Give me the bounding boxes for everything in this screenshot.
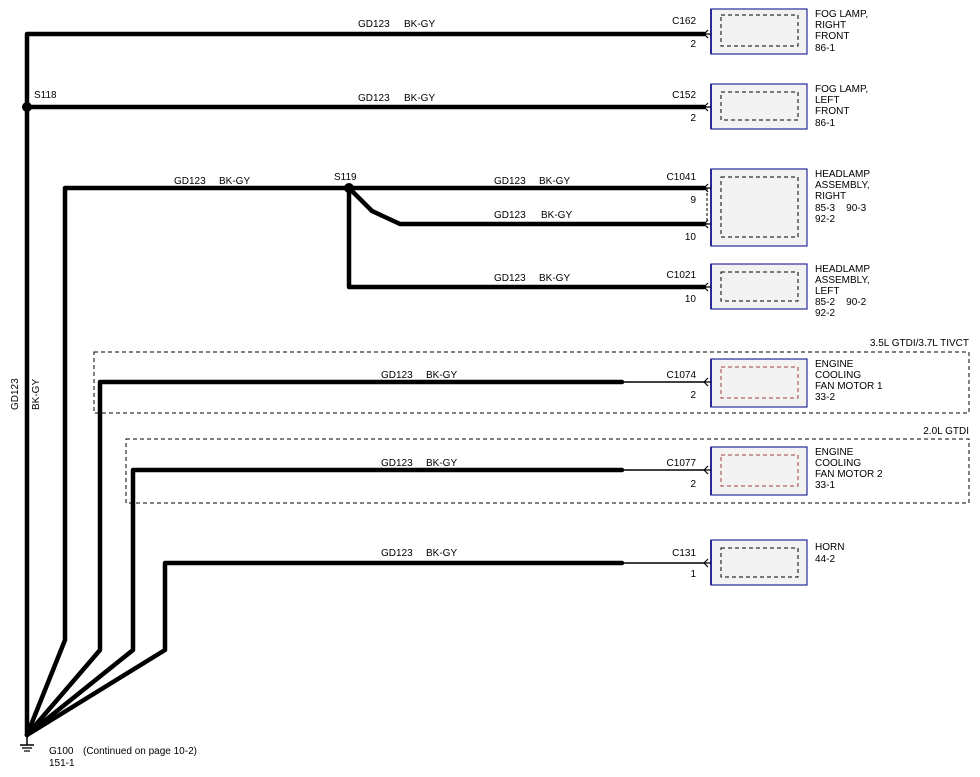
connector-label: C152 <box>672 90 696 101</box>
component-horn[interactable]: C131 1 HORN 44-2 <box>672 539 844 586</box>
wire-label-circuit: GD123 <box>494 273 526 284</box>
wire-label-color: BK-GY <box>219 176 250 187</box>
wire-labels: GD123 BK-GY GD123 BK-GY GD123 BK-GY GD12… <box>174 19 572 559</box>
connector-label: C1041 <box>667 172 697 183</box>
component-ref: 85-2 90-2 <box>815 297 867 308</box>
component-name-line: ASSEMBLY, <box>815 275 870 286</box>
pin-label: 1 <box>690 569 696 580</box>
component-ref: 86-1 <box>815 118 835 129</box>
wire-label-color: BK-GY <box>404 93 435 104</box>
trunk-color-label: BK-GY <box>31 379 42 410</box>
wire-label-circuit: GD123 <box>358 93 390 104</box>
pin-label: 2 <box>690 390 696 401</box>
connector-label: C1077 <box>667 458 697 469</box>
connector-label: C131 <box>672 548 696 559</box>
wire-label-circuit: GD123 <box>358 19 390 30</box>
wire-fan-1 <box>24 379 625 738</box>
wire-label-circuit: GD123 <box>494 210 526 221</box>
component-headlamp-left[interactable]: C1021 10 HEADLAMP ASSEMBLY, LEFT 85-2 90… <box>667 263 871 319</box>
component-name-line: HORN <box>815 542 844 553</box>
component-name-line: HEADLAMP <box>815 264 870 275</box>
wire-headlamp-feed <box>24 185 352 738</box>
connector-label: C1074 <box>667 370 697 381</box>
wire-label-circuit: GD123 <box>381 548 413 559</box>
component-name-line: ENGINE <box>815 447 854 458</box>
ground-continued-note[interactable]: (Continued on page 10-2) <box>83 746 197 757</box>
component-name-line: FRONT <box>815 106 849 117</box>
splice-s119-dot <box>344 183 354 193</box>
component-ref: 85-3 90-3 <box>815 203 867 214</box>
component-ref: 86-1 <box>815 43 835 54</box>
pin-arrow-icon <box>703 282 711 292</box>
wire-label-color: BK-GY <box>539 176 570 187</box>
component-name-line: RIGHT <box>815 191 846 202</box>
wire-label-color: BK-GY <box>404 19 435 30</box>
pin-arrow-icon <box>703 377 711 387</box>
splice-s118-label: S118 <box>34 90 57 101</box>
wire-horn <box>24 560 625 738</box>
wire-label-circuit: GD123 <box>174 176 206 187</box>
wire-label-color: BK-GY <box>426 458 457 469</box>
wire-label-color: BK-GY <box>426 548 457 559</box>
pin-arrow-icon <box>703 465 711 475</box>
wire-label-color: BK-GY <box>539 273 570 284</box>
pin-arrow-icon <box>703 558 711 568</box>
component-ref: 44-2 <box>815 554 835 565</box>
component-ref: 92-2 <box>815 308 835 319</box>
pin-arrow-icon <box>703 102 711 112</box>
component-fog-lamp-right[interactable]: C162 2 FOG LAMP, RIGHT FRONT 86-1 <box>672 8 868 55</box>
wire-label-circuit: GD123 <box>494 176 526 187</box>
component-fog-lamp-left[interactable]: C152 2 FOG LAMP, LEFT FRONT 86-1 <box>672 83 868 130</box>
component-name-line: LEFT <box>815 286 839 297</box>
wire-label-circuit: GD123 <box>381 458 413 469</box>
wire-label-color: BK-GY <box>426 370 457 381</box>
ground-g100: G100 (Continued on page 10-2) 151-1 <box>20 735 197 769</box>
component-name-line: COOLING <box>815 458 861 469</box>
component-ref: 33-2 <box>815 392 835 403</box>
component-name-line: FAN MOTOR 2 <box>815 469 883 480</box>
pin-label: 10 <box>685 294 697 305</box>
component-name-line: FOG LAMP, <box>815 9 868 20</box>
pin-label: 2 <box>690 479 696 490</box>
wire-headlamp-right-pin10 <box>346 185 707 227</box>
pin-label: 2 <box>690 39 696 50</box>
component-fan-motor-2[interactable]: C1077 2 ENGINE COOLING FAN MOTOR 2 33-1 <box>667 446 884 496</box>
option-box-2-0l <box>125 438 970 504</box>
wire-fog-right <box>24 31 707 738</box>
option-box-3-5l <box>93 351 970 414</box>
wires <box>24 31 707 738</box>
component-name-line: FAN MOTOR 1 <box>815 381 883 392</box>
component-name-line: FOG LAMP, <box>815 84 868 95</box>
component-name-line: COOLING <box>815 370 861 381</box>
component-name-line: HEADLAMP <box>815 169 870 180</box>
option-label-2-0l: 2.0L GTDI <box>923 426 969 437</box>
component-ref: 92-2 <box>815 214 835 225</box>
component-headlamp-right[interactable]: C1041 9 10 HEADLAMP ASSEMBLY, RIGHT 85-3… <box>667 168 871 247</box>
component-name-line: RIGHT <box>815 20 846 31</box>
connector-label: C1021 <box>667 270 697 281</box>
option-label-3-5l: 3.5L GTDI/3.7L TIVCT <box>870 338 969 349</box>
pin-label: 2 <box>690 113 696 124</box>
wire-fan-2 <box>24 467 625 738</box>
connector-label: C162 <box>672 16 696 27</box>
splice-s119-label: S119 <box>334 172 357 183</box>
trunk-circuit-label: GD123 <box>10 378 21 410</box>
pin-arrow-icon <box>703 29 711 39</box>
component-name-line: ASSEMBLY, <box>815 180 870 191</box>
wire-label-circuit: GD123 <box>381 370 413 381</box>
component-name-line: ENGINE <box>815 359 854 370</box>
wire-label-color: BK-GY <box>541 210 572 221</box>
ground-label: G100 <box>49 746 74 757</box>
ground-ref: 151-1 <box>49 758 75 769</box>
component-name-line: FRONT <box>815 31 849 42</box>
pin-label: 10 <box>685 232 697 243</box>
component-fan-motor-1[interactable]: C1074 2 ENGINE COOLING FAN MOTOR 1 33-2 <box>667 358 884 408</box>
component-name-line: LEFT <box>815 95 839 106</box>
pin-label: 9 <box>690 195 696 206</box>
component-ref: 33-1 <box>815 480 835 491</box>
splice-s118-dot <box>22 102 32 112</box>
wire-headlamp-left <box>346 185 707 290</box>
